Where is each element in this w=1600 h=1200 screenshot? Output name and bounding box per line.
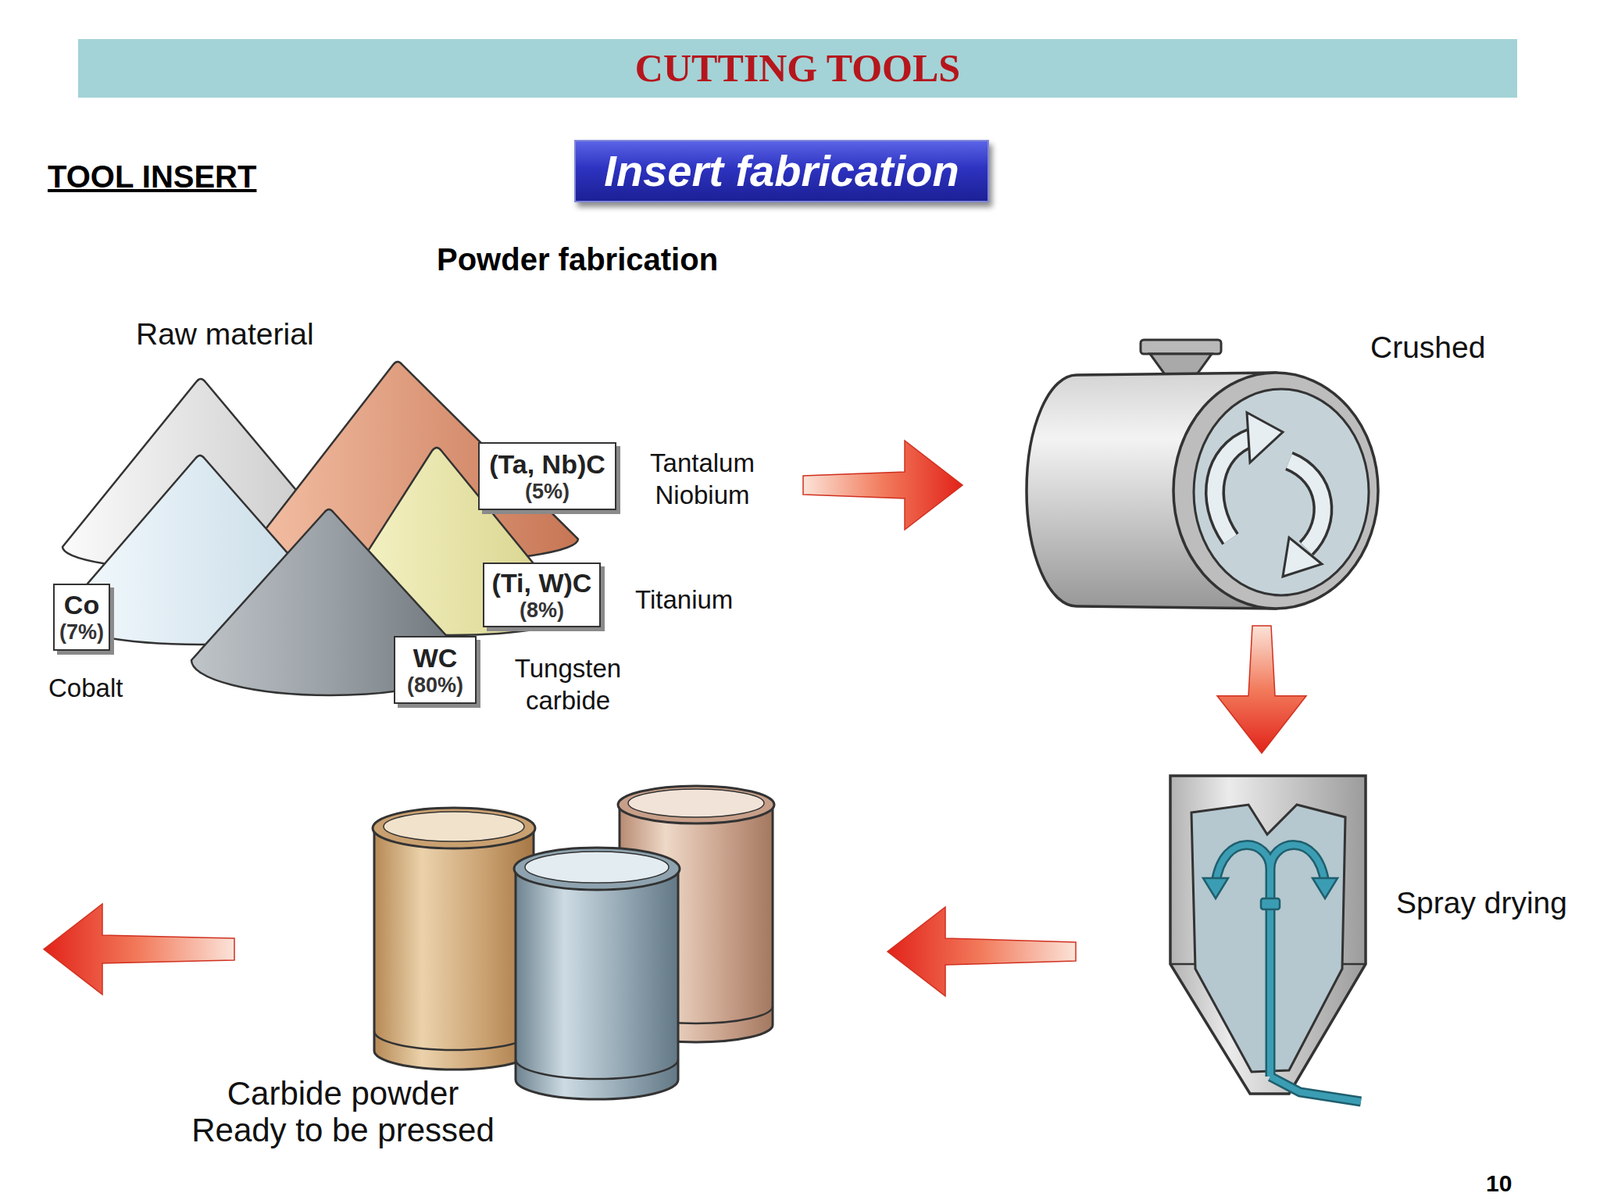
next-step-arrow — [43, 903, 235, 995]
ball-mill-rim — [1173, 372, 1379, 609]
percentage: (5%) — [525, 478, 570, 504]
stage-label: Spray drying — [1396, 885, 1568, 921]
element-name: Cobalt — [48, 671, 123, 704]
element-name: Titanium — [635, 583, 733, 616]
powder-drum-ring — [515, 1059, 679, 1079]
text-stack: Insert fabrication — [575, 141, 988, 201]
powder-drum-top — [628, 789, 765, 818]
section-heading: TOOL INSERT — [47, 158, 257, 195]
subheading: Powder fabrication — [436, 241, 718, 278]
powder-drum-top — [525, 851, 669, 883]
compound-formula: (Ti, W)C — [492, 567, 593, 598]
rotation-arrow — [1214, 437, 1252, 540]
compound-formula: Co — [64, 589, 100, 620]
rotation-arrow — [1214, 437, 1252, 540]
powder-drum — [515, 868, 679, 1100]
milling-stage: Crushed — [962, 328, 1493, 626]
rotation-arrow-head — [1282, 537, 1322, 577]
element-name: Tungsten carbide — [501, 652, 635, 717]
page-number: 10 — [1485, 1169, 1512, 1198]
flow-arrow — [803, 440, 963, 530]
percentage: (7%) — [59, 619, 104, 645]
powder-drum-lip — [617, 785, 775, 824]
powder-drum-lip — [514, 847, 680, 890]
powder-drum-top — [383, 811, 525, 842]
banner-title: Insert fabrication — [603, 147, 959, 195]
raw-material-group: Raw material(Ta, Nb)C(5%)Tantalum Niobiu… — [39, 308, 804, 715]
stage-label: Raw material — [135, 316, 315, 352]
powder-stage: Carbide powder Ready to be pressed — [179, 781, 888, 1157]
compound-tag: WC(80%)Tungsten carbide — [393, 635, 477, 704]
slide-title: CUTTING TOOLS — [78, 39, 1518, 98]
mill-funnel — [1140, 339, 1222, 354]
spray-nozzle-collar — [1260, 898, 1280, 910]
powder-drum — [374, 828, 534, 1070]
spray-drying-stage: Spray drying — [1075, 753, 1594, 1102]
rotation-arrow — [1289, 460, 1323, 549]
rotation-arrow-head — [1246, 412, 1283, 463]
element-name: Tantalum Niobium — [635, 446, 769, 511]
spray-nozzle-pipe — [1215, 845, 1361, 1102]
stage-label: Carbide powder Ready to be pressed — [186, 1075, 500, 1149]
stage-label: Crushed — [1370, 329, 1486, 365]
spray-arrow-head — [1312, 878, 1338, 899]
text-stack: WC(80%) — [395, 637, 475, 703]
header-band — [78, 39, 1518, 98]
flow-arrow — [887, 907, 1076, 997]
powder-drum-ring — [374, 1031, 534, 1050]
spray-arrow-head — [1203, 878, 1229, 899]
ball-mill-interior — [1193, 389, 1369, 596]
compound-tag: Co(7%)Cobalt — [53, 583, 111, 651]
text-stack: Co(7%) — [54, 585, 109, 650]
text-stack: (Ta, Nb)C(5%) — [479, 443, 615, 509]
text-stack: (Ti, W)C(8%) — [484, 564, 600, 626]
flow-arrow — [1217, 625, 1307, 754]
spray-nozzle-pipe — [1215, 845, 1361, 1102]
banner-box: Insert fabrication — [574, 139, 990, 203]
powder-cone — [191, 509, 469, 696]
compound-tag: (Ti, W)C(8%)Titanium — [482, 562, 601, 628]
percentage: (8%) — [519, 597, 565, 623]
compound-tag: (Ta, Nb)C(5%)Tantalum Niobium — [478, 442, 617, 511]
compound-formula: (Ta, Nb)C — [489, 449, 606, 479]
percentage: (80%) — [407, 672, 464, 698]
powder-drum-lip — [372, 807, 536, 849]
rotation-arrow — [1289, 460, 1323, 549]
compound-formula: WC — [413, 642, 458, 673]
